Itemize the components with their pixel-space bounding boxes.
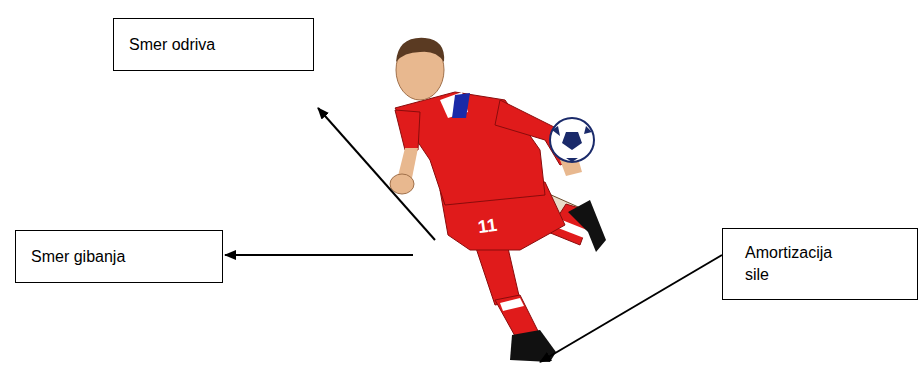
box-label: Amortizacija sile — [745, 242, 855, 286]
text-box: Amortizacija sile — [722, 228, 918, 300]
shirt-number: 11 — [477, 215, 499, 238]
text-box: Smer odriva — [113, 18, 314, 71]
leader-arrow — [225, 254, 413, 256]
leader-arrow — [318, 108, 435, 240]
text-box: Smer gibanja — [15, 230, 223, 283]
leader-arrow — [540, 255, 722, 362]
box-label: Smer gibanja — [31, 246, 211, 268]
box-label: Smer odriva — [129, 34, 299, 56]
